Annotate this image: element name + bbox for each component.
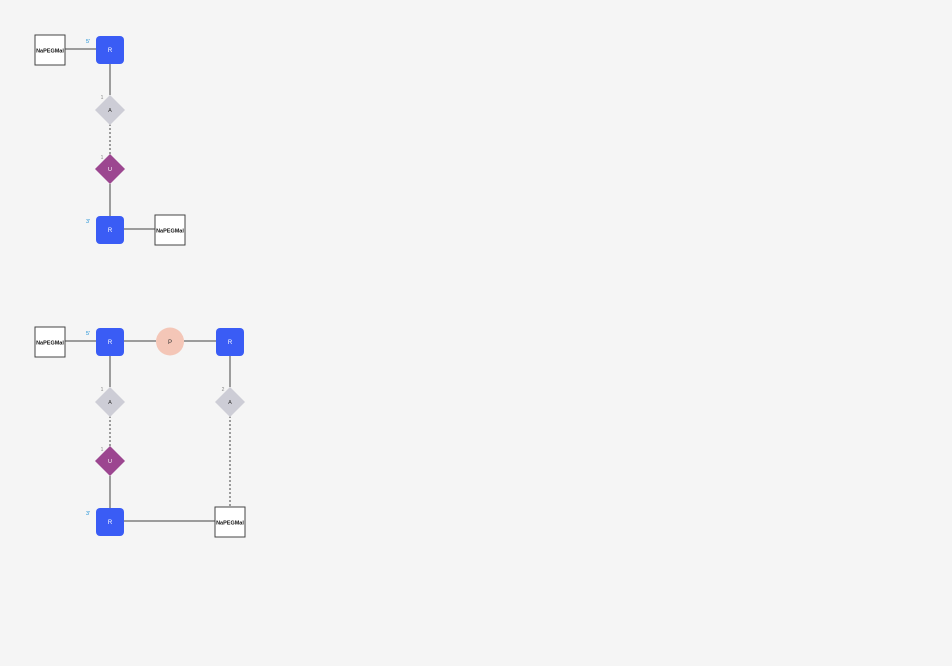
base-node-label: U [108,459,112,465]
ribose-node-label: R [108,520,113,526]
base-node-u[interactable]: U [95,154,125,184]
molecule-2: NaPEGMal 5' R P R 1 2 [34,326,246,538]
base-node-label: A [228,400,232,406]
ribose-node[interactable]: R [96,328,124,356]
three-prime-label: 3' [86,511,90,517]
ribose-node[interactable]: R [96,216,124,244]
base-node-u[interactable]: U [95,446,125,476]
index-label: 1 [101,447,104,453]
phosphate-node-label: P [168,340,172,346]
index-label: 1 [101,95,104,101]
index-label: 1 [101,155,104,161]
cap-node-label: NaPEGMal [36,49,64,55]
molecule-1: NaPEGMal 5' R 1 A 1 U 3' [34,34,186,246]
base-node-label: A [108,400,112,406]
cap-node[interactable]: NaPEGMal [34,34,66,66]
cap-node[interactable]: NaPEGMal [34,326,66,358]
phosphate-node[interactable]: P [156,327,184,356]
ribose-node-label: R [108,228,113,234]
ribose-node-label: R [228,340,233,346]
cap-node-label: NaPEGMal [156,229,184,235]
three-prime-label: 3' [86,219,90,225]
ribose-node[interactable]: R [216,328,244,356]
cap-node-label: NaPEGMal [216,521,244,527]
five-prime-label: 5' [86,331,90,337]
cap-node-label: NaPEGMal [36,341,64,347]
ribose-node[interactable]: R [96,508,124,536]
ribose-node-label: R [108,340,113,346]
base-node-a[interactable]: A [215,387,245,417]
ribose-node-label: R [108,48,113,54]
base-node-label: U [108,167,112,173]
index-label: 1 [101,387,104,393]
ribose-node[interactable]: R [96,36,124,64]
base-node-label: A [108,108,112,114]
five-prime-label: 5' [86,39,90,45]
index-label: 2 [222,387,225,393]
cap-node[interactable]: NaPEGMal [154,214,186,246]
cap-node[interactable]: NaPEGMal [214,506,246,538]
base-node-a[interactable]: A [95,95,125,125]
base-node-a[interactable]: A [95,387,125,417]
